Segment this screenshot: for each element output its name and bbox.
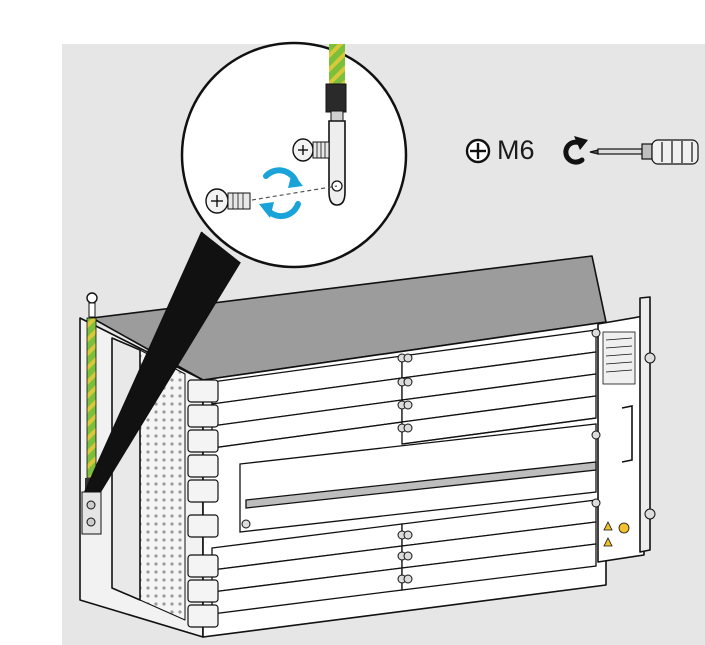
ot-terminal-lug	[328, 120, 346, 206]
alignment-dashed-line	[251, 185, 338, 201]
tool-spec-callout	[465, 136, 699, 165]
insertion-screw	[205, 188, 251, 214]
zoom-callout	[84, 41, 408, 493]
callout-leader-wedge	[85, 232, 240, 492]
board-ejector-handles	[187, 379, 219, 628]
panel-screws	[241, 328, 656, 584]
rotation-arrow-icon	[259, 167, 303, 220]
label-panel-details	[602, 331, 636, 547]
mounted-screw	[292, 138, 330, 162]
ground-cable-zoom	[329, 44, 345, 84]
phillips-head-icon	[465, 138, 491, 164]
phillips-screwdriver-icon	[589, 139, 699, 165]
screw-spec-label: M6	[497, 135, 535, 165]
middle-board	[239, 423, 597, 533]
clockwise-arrow-icon	[563, 136, 588, 165]
